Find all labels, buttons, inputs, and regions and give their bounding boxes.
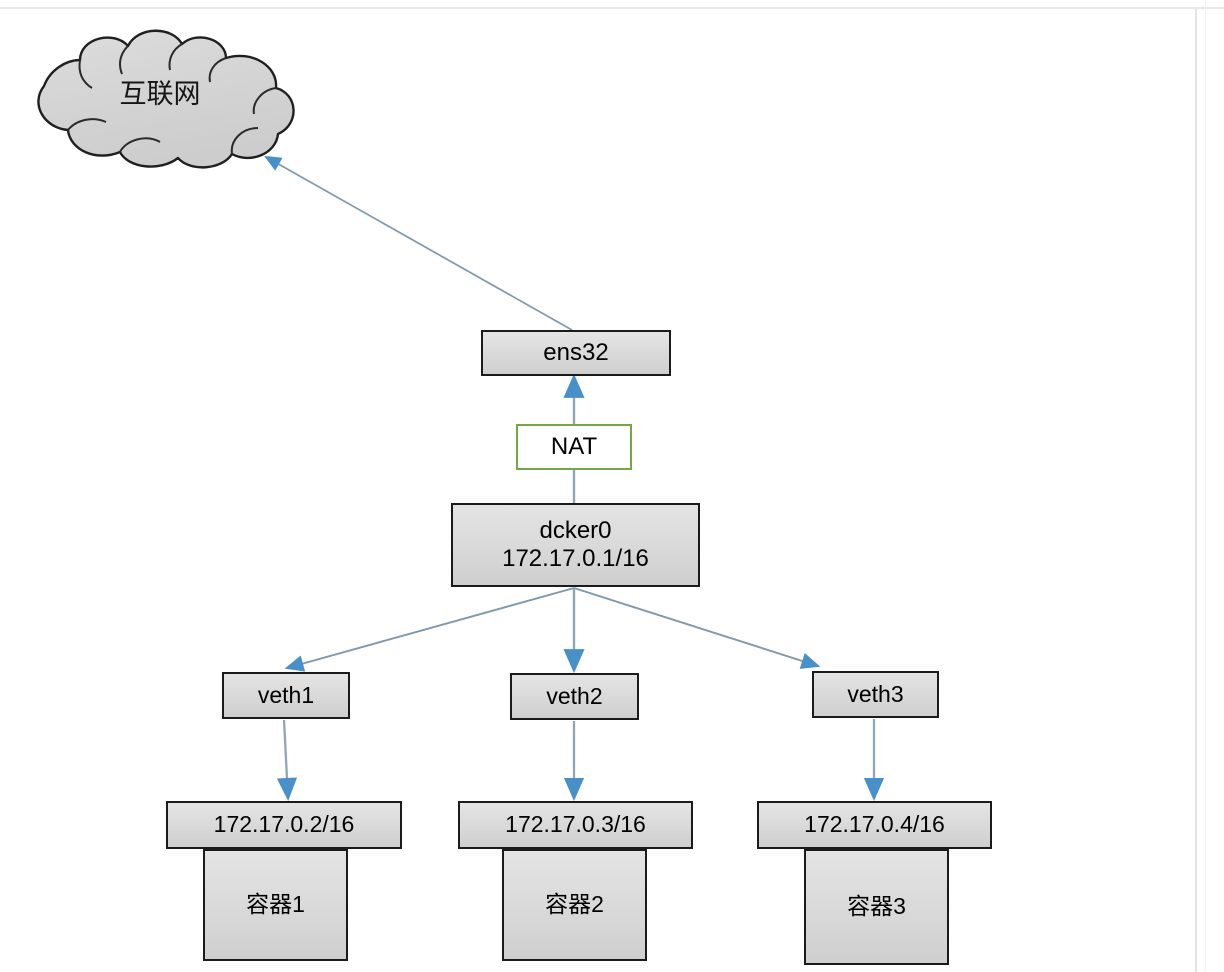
node-ip1-label: 172.17.0.2/16 (213, 811, 355, 838)
edge-veth1-to-ip1 (276, 719, 298, 801)
node-container1-label: 容器1 (246, 891, 305, 918)
node-container3-address[interactable]: 172.17.0.4/16 (757, 801, 992, 849)
node-container2-label: 容器2 (545, 891, 604, 918)
node-container1[interactable]: 容器1 (203, 849, 348, 961)
node-veth3[interactable]: veth3 (812, 671, 939, 718)
node-dcker0-address: 172.17.0.1/16 (502, 545, 649, 572)
edge-dcker0-to-veth1 (284, 587, 575, 672)
node-container3[interactable]: 容器3 (804, 849, 949, 965)
node-container2[interactable]: 容器2 (502, 849, 647, 961)
node-ip2-label: 172.17.0.3/16 (505, 811, 646, 838)
node-ens32[interactable]: ens32 (481, 330, 671, 376)
node-nat[interactable]: NAT (516, 424, 632, 470)
node-veth2[interactable]: veth2 (510, 673, 639, 720)
node-veth1-label: veth1 (257, 681, 315, 708)
edge-ens32-to-cloud (264, 155, 573, 331)
page-rule-right-outer (1205, 0, 1206, 972)
node-container1-address[interactable]: 172.17.0.2/16 (166, 801, 402, 849)
node-veth1[interactable]: veth1 (222, 672, 350, 719)
page-rule-top (0, 7, 1224, 9)
node-dcker0-name: dcker0 (539, 516, 612, 544)
page-rule-right (1195, 9, 1197, 972)
node-veth3-label: veth3 (847, 680, 904, 707)
node-container3-label: 容器3 (847, 893, 906, 920)
internet-cloud (10, 20, 310, 180)
node-nat-label: NAT (550, 432, 598, 460)
node-ens32-label: ens32 (543, 338, 609, 366)
node-ip3-label: 172.17.0.4/16 (804, 811, 945, 838)
node-container2-address[interactable]: 172.17.0.3/16 (458, 801, 693, 849)
edge-dcker0-to-veth3 (573, 587, 821, 669)
cloud-icon (37, 29, 295, 169)
node-veth2-label: veth2 (546, 682, 603, 709)
node-dcker0[interactable]: dcker0 172.17.0.1/16 (451, 503, 700, 587)
